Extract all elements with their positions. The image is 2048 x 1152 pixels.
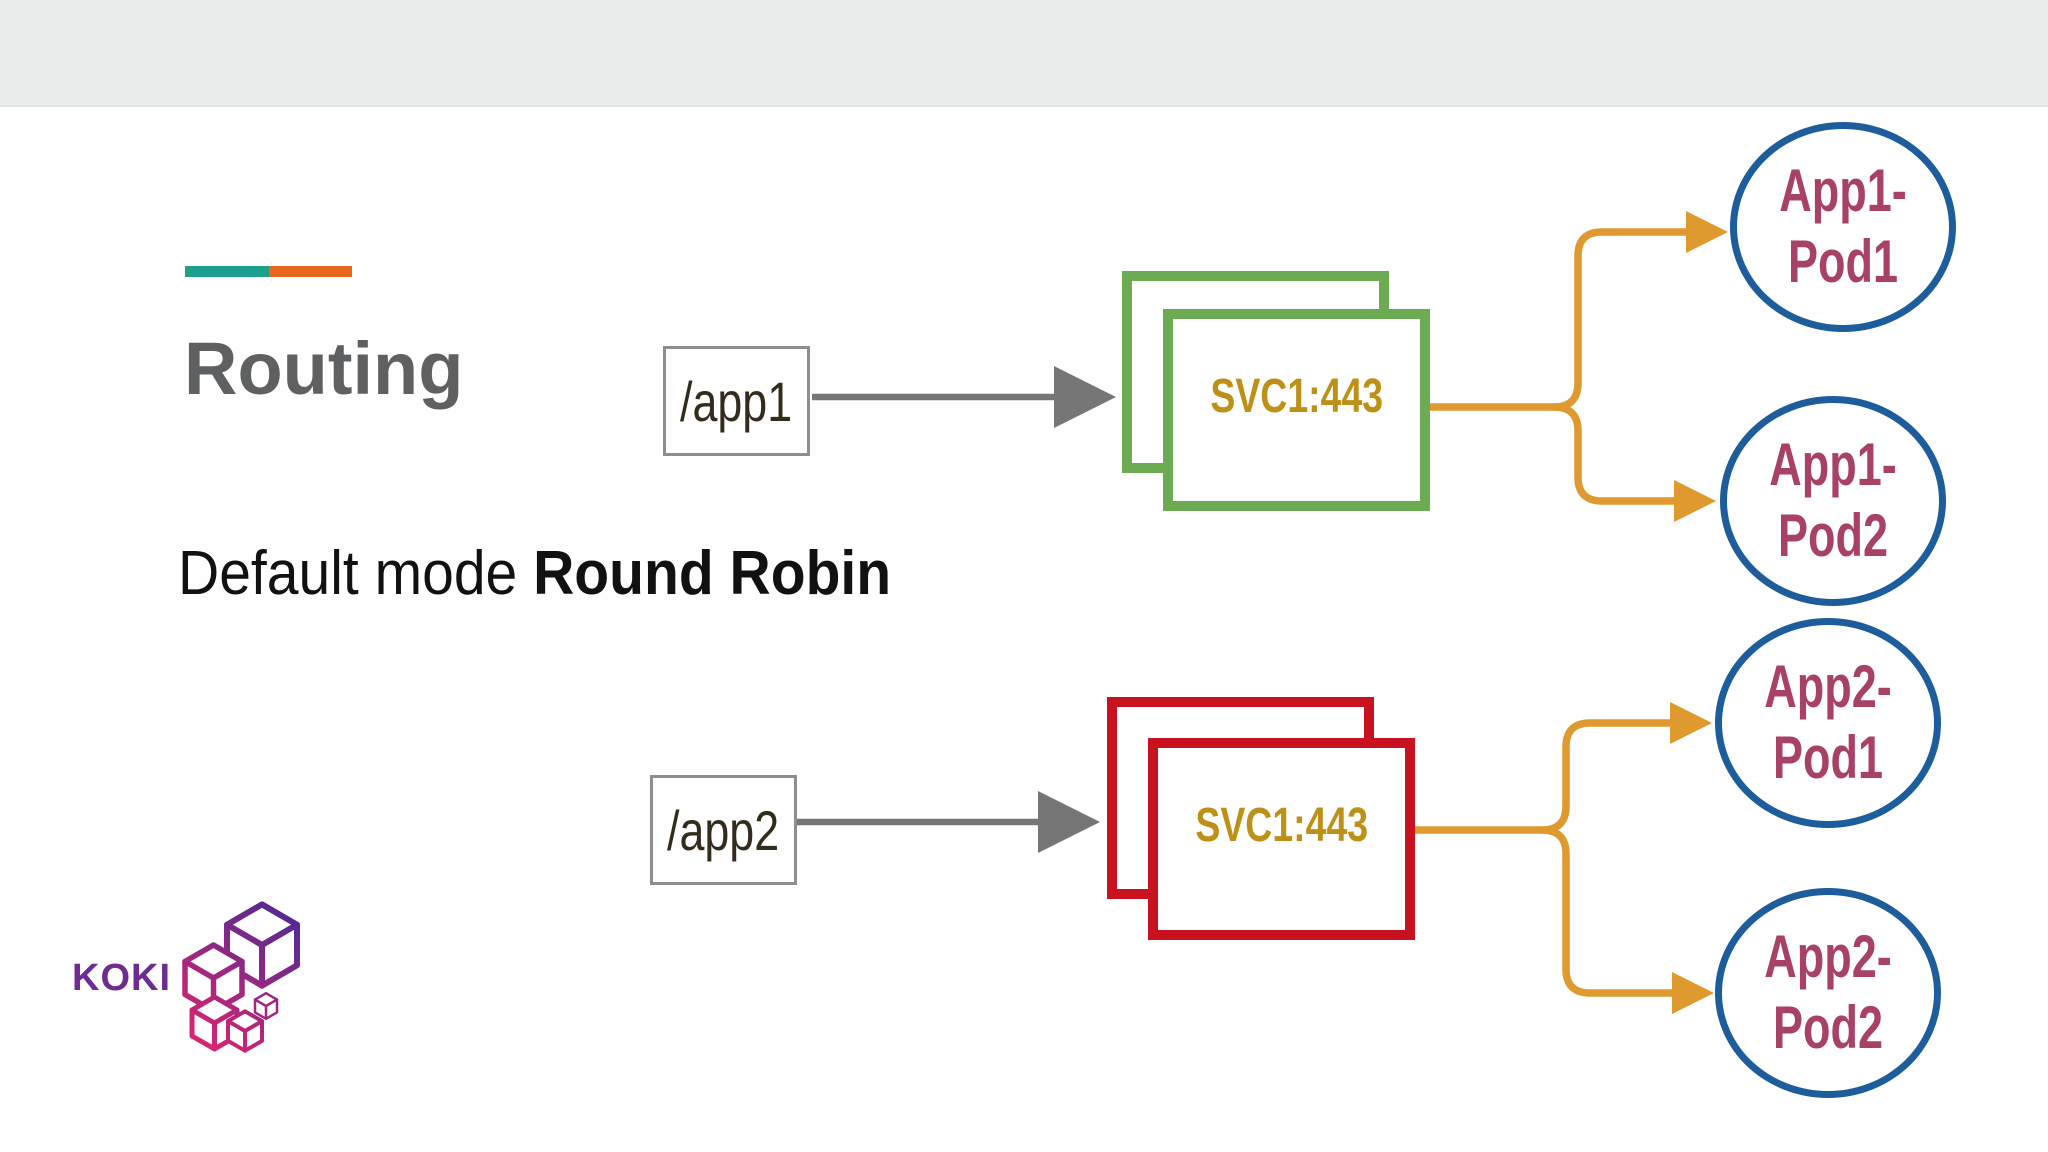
arrowhead-app2-to-svc2 (1038, 791, 1100, 853)
pod-label-line1: App2- (1764, 923, 1892, 991)
cube-tiny (253, 991, 279, 1021)
pod-label-line2: Pod1 (1787, 228, 1899, 295)
pod-circle-app1-pod2: App1- Pod2 (1720, 396, 1946, 606)
pod-circle-app2-pod1: App2- Pod1 (1715, 618, 1941, 828)
subtitle-bold: Round Robin (533, 539, 892, 608)
service-box-svc1: SVC1:443 (1163, 309, 1430, 511)
path-box-app2: /app2 (650, 775, 797, 885)
pod-label-app2-pod2: App2- Pod2 (1764, 922, 1891, 1064)
pod-label-app1-pod1: App1- Pod1 (1779, 156, 1906, 298)
pod-label-app2-pod1: App2- Pod1 (1764, 652, 1891, 794)
pod-circle-app1-pod1: App1- Pod1 (1730, 122, 1956, 332)
logo-wordmark: KOKI (72, 957, 171, 999)
service-label-svc2: SVC1:443 (1195, 798, 1368, 852)
logo-cubes-icon (182, 901, 300, 1053)
service-label-svc1: SVC1:443 (1210, 369, 1383, 423)
connector-svc1-to-app1pod2 (1553, 403, 1678, 505)
service-box-svc2: SVC1:443 (1148, 738, 1415, 940)
top-band (0, 0, 2048, 107)
accent-bar-orange (269, 266, 352, 277)
cube-large (224, 901, 300, 989)
arrowhead-app2pod1 (1670, 702, 1712, 744)
connector-svc1-to-app1pod1 (1430, 228, 1690, 411)
pod-label-line2: Pod2 (1777, 502, 1889, 569)
cube-bottom (189, 994, 240, 1052)
connector-svc2-to-app2pod1 (1415, 719, 1674, 834)
cube-small (226, 1009, 264, 1053)
arrowhead-app1-to-svc1 (1054, 366, 1116, 428)
path-label-app1: /app1 (680, 369, 793, 433)
pod-label-line2: Pod1 (1772, 724, 1884, 791)
pod-label-line1: App1- (1779, 157, 1907, 225)
pod-label-line2: Pod2 (1772, 994, 1884, 1061)
subtitle-normal: Default mode (178, 539, 534, 608)
pod-label-line1: App2- (1764, 653, 1892, 721)
accent-bar-teal (185, 266, 269, 277)
accent-bar (185, 266, 352, 277)
pod-circle-app2-pod2: App2- Pod2 (1715, 888, 1941, 1098)
arrowhead-app1pod2 (1674, 480, 1716, 522)
path-label-app2: /app2 (667, 798, 780, 862)
arrowhead-app2pod2 (1672, 972, 1714, 1014)
page-title: Routing (184, 327, 464, 410)
path-box-app1: /app1 (663, 346, 810, 456)
connector-svc2-to-app2pod2 (1541, 826, 1676, 997)
subtitle: Default mode Round Robin (178, 543, 891, 605)
pod-label-line1: App1- (1769, 431, 1897, 499)
arrowhead-app1pod1 (1686, 211, 1728, 253)
pod-label-app1-pod2: App1- Pod2 (1769, 430, 1896, 572)
